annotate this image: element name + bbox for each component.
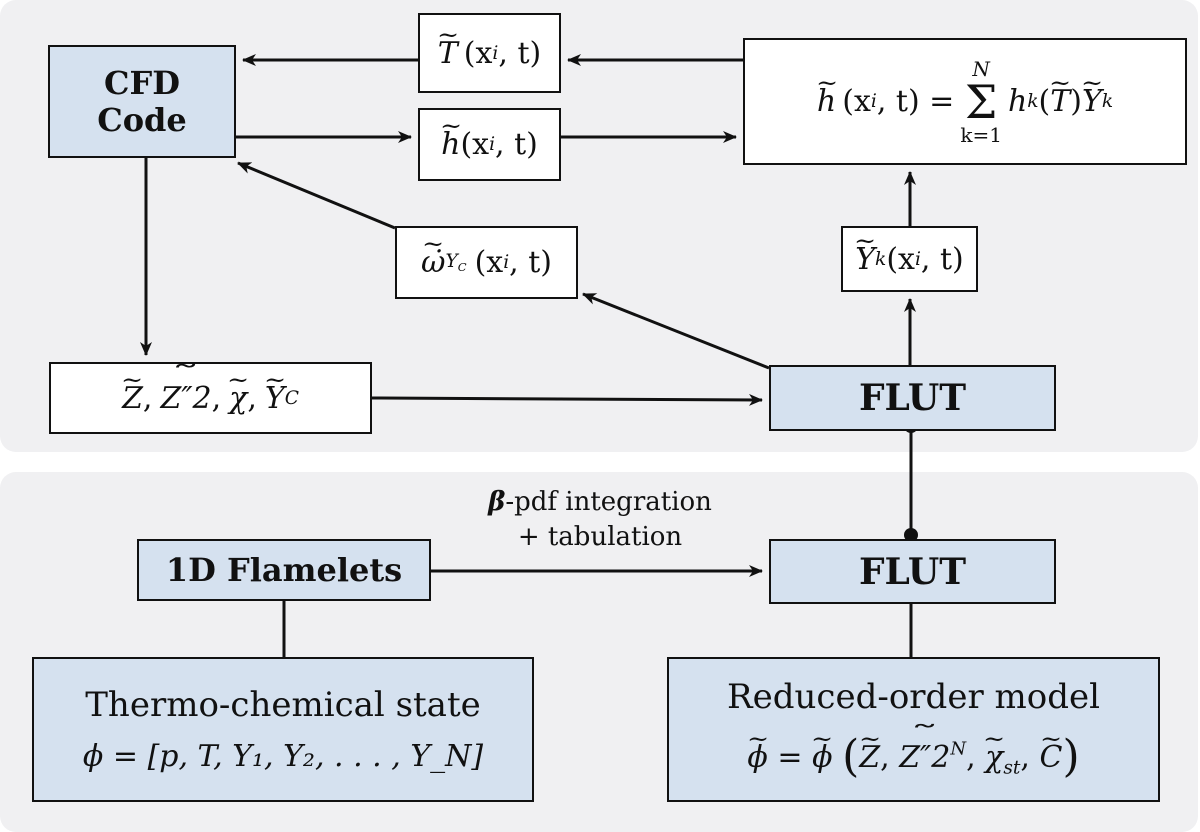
omega-args: (x (474, 245, 504, 280)
edge-inputs-to-flut (371, 393, 763, 406)
flut-inputs-node: Z, Z″2, χ, YC (49, 362, 372, 434)
input-sep-1: , (142, 380, 153, 416)
species-var: Y (855, 242, 875, 277)
flut-top-label: FLUT (858, 377, 967, 419)
input-y: Y (265, 381, 285, 416)
cfd-code-node: CFD Code (48, 45, 236, 158)
input-chi: χ (229, 381, 247, 416)
species-idx: i (914, 248, 921, 270)
thermo-title: Thermo-chemical state (85, 685, 481, 725)
temperature-idx: i (492, 42, 499, 64)
enthalpy-sum-node: h (xi, t) = N Σ k=1 hk(T)Yk (743, 38, 1187, 165)
input-sep-2: , (211, 380, 222, 416)
input-sep-3: , (247, 380, 257, 416)
rom-equation: ϕ = ϕ (Z, Z″2N, χst, C) (747, 731, 1079, 782)
input-z-variance: Z″2 (160, 381, 211, 416)
enthalpy-var: h (441, 127, 460, 162)
rom-equals: = (777, 740, 803, 775)
omega-sub: Y (445, 250, 458, 272)
enthalpy-sum-lhs-args: (x (842, 84, 871, 119)
species-node: Yk(xi, t) (841, 226, 978, 292)
cfd-label-line2: Code (97, 100, 187, 139)
species-rest: , t) (920, 241, 964, 277)
flamelets-node: 1D Flamelets (137, 539, 431, 601)
integration-edge-label: β-pdf integration + tabulation (470, 485, 730, 555)
rom-z-variance: Z″2 (899, 740, 950, 775)
temperature-rest: , t) (498, 35, 542, 71)
thermo-equation: ϕ = [p, T, Y₁, Y₂, . . . , Y_N] (82, 739, 484, 774)
sum-operator: N Σ k=1 (960, 59, 1002, 145)
beta-symbol: β (488, 487, 506, 517)
enthalpy-idx: i (489, 134, 496, 155)
sum-term-Y: Y (1082, 84, 1102, 119)
sum-term-T: T (1050, 84, 1070, 119)
enthalpy-sum-lhs-idx: i (870, 91, 877, 112)
rom-phi-func: ϕ (812, 740, 832, 775)
rom-close-paren: ) (1062, 731, 1080, 782)
cfd-label-line1: CFD (104, 63, 180, 102)
omega-subsub: C (457, 260, 467, 275)
sum-upper-limit: N (972, 56, 990, 81)
omega-idx: i (503, 252, 510, 273)
sum-lower-limit: k=1 (960, 122, 1002, 147)
flut-top-node: FLUT (769, 365, 1056, 431)
integration-label-line2: + tabulation (517, 522, 683, 553)
reaction-rate-node: ω̇YC (xi, t) (395, 226, 578, 299)
flut-bottom-node: FLUT (769, 539, 1056, 604)
sum-symbol: Σ (964, 74, 998, 129)
temperature-node: T (xi, t) (418, 13, 561, 93)
integration-label-line1: -pdf integration (505, 487, 712, 517)
input-y-sub: C (284, 387, 299, 409)
reduced-order-model-node: Reduced-order model ϕ = ϕ (Z, Z″2N, χst,… (667, 657, 1160, 802)
temperature-var: T (438, 36, 458, 71)
omega-rest: , t) (509, 245, 552, 280)
sum-term-h: h (1007, 84, 1028, 119)
flamelets-label: 1D Flamelets (165, 551, 403, 589)
flut-bottom-label: FLUT (858, 550, 967, 593)
edge-flut-to-omega (582, 292, 770, 370)
flut-link-bottom-dot (904, 528, 918, 542)
enthalpy-node: h(xi, t) (418, 108, 561, 181)
thermo-chemical-state-node: Thermo-chemical state ϕ = [p, T, Y₁, Y₂,… (32, 657, 534, 802)
rom-chi: χ (985, 740, 1003, 775)
species-sub: k (875, 248, 887, 270)
rom-title: Reduced-order model (727, 677, 1100, 717)
sum-term-h-sub: k (1027, 91, 1039, 112)
rom-c: C (1039, 740, 1062, 775)
species-args: (x (886, 241, 915, 277)
sum-term-Y-sub: k (1101, 91, 1114, 112)
temperature-args: (x (463, 35, 493, 71)
enthalpy-sum-lhs-rest: , t) = (876, 84, 955, 119)
enthalpy-rest: , t) (495, 127, 538, 162)
edge-omega-to-cfd (237, 161, 396, 230)
enthalpy-sum-lhs-var: h (817, 84, 836, 119)
rom-phi: ϕ (747, 740, 767, 775)
rom-chi-sub: st (1003, 757, 1021, 779)
omega-var: ω̇ (421, 245, 445, 280)
rom-open-paren: ( (842, 731, 860, 782)
enthalpy-args: (x (460, 127, 490, 162)
